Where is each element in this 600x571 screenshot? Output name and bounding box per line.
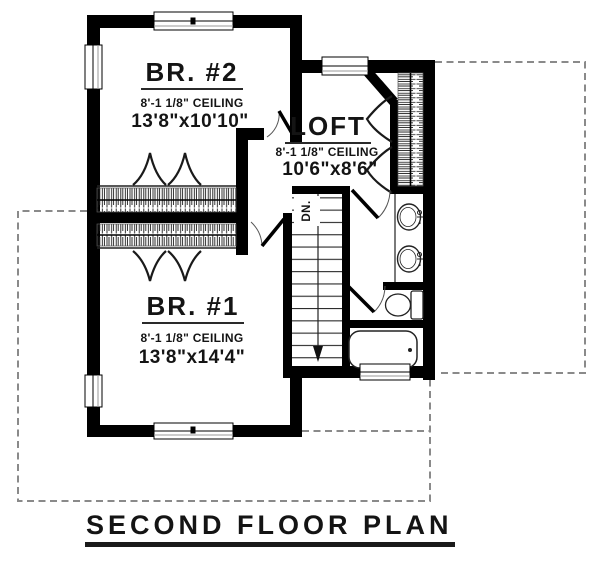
- door-br1: [250, 217, 286, 248]
- room-name-br2: BR. #2: [140, 58, 244, 91]
- windows: [84, 11, 411, 440]
- closet-br2: [96, 185, 237, 213]
- bathtub: [348, 330, 418, 369]
- room-label-br1: BR. #1: [113, 292, 273, 325]
- bifold-doors-br2-closet: [132, 152, 202, 186]
- window-br2-left: [84, 44, 103, 90]
- bifold-doors-loft-closet: [365, 95, 393, 194]
- ceiling-label-br2: 8'-1 1/8" CEILING: [140, 96, 244, 110]
- room-label-loft: LOFT: [258, 112, 398, 145]
- sink-2: [396, 245, 423, 273]
- window-br1-left: [84, 374, 103, 408]
- room-name-loft: LOFT: [285, 112, 371, 145]
- plan-title: SECOND FLOOR PLAN: [86, 510, 453, 540]
- door-toilet-room: [346, 284, 386, 314]
- window-bath-bottom: [359, 363, 411, 381]
- interior-walls: [95, 100, 435, 366]
- roof-outline-dashed: [17, 61, 586, 502]
- door-br2: [266, 110, 295, 138]
- dimensions-br2: 13'8"x10'10": [131, 111, 249, 132]
- window-loft-top: [321, 56, 369, 76]
- vanity: [394, 194, 423, 282]
- tub-drain: [408, 348, 412, 352]
- down-arrow: [313, 346, 323, 362]
- dimensions-br1: 13'8"x14'4": [138, 347, 246, 368]
- closet-br1: [96, 223, 237, 249]
- room-name-br1: BR. #1: [141, 292, 245, 325]
- closet-loft: [397, 72, 424, 187]
- toilet: [384, 290, 424, 320]
- dimensions-loft: 10'6"x8'6": [282, 159, 378, 180]
- door-bathroom: [350, 188, 391, 220]
- bifold-doors-br1-closet: [132, 250, 202, 282]
- ceiling-label-br1: 8'-1 1/8" CEILING: [140, 331, 244, 345]
- ceiling-label-loft: 8'-1 1/8" CEILING: [275, 145, 379, 159]
- stairs-down-label: DN.: [294, 196, 320, 226]
- window-br1-bottom: [153, 422, 234, 440]
- sink-1: [396, 203, 423, 231]
- room-label-br2: BR. #2: [112, 58, 272, 91]
- title-underline: [85, 542, 455, 547]
- window-br2-top: [153, 11, 234, 31]
